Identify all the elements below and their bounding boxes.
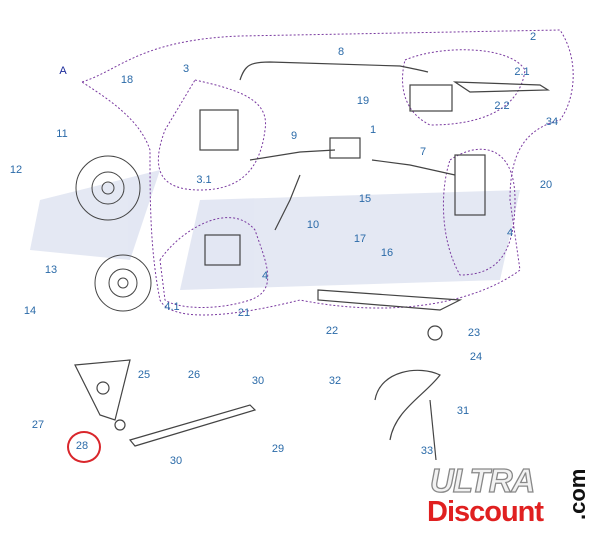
part-label: 4 bbox=[261, 270, 269, 282]
part-label: 32 bbox=[328, 375, 342, 387]
part-label: 21 bbox=[237, 307, 251, 319]
group-boundary bbox=[80, 29, 574, 316]
logo-com: .com bbox=[565, 468, 590, 520]
part-label: 30 bbox=[169, 455, 183, 467]
part-label: 4.1 bbox=[164, 301, 180, 313]
part-label: 2 bbox=[529, 31, 537, 43]
part-label: 4 bbox=[506, 227, 514, 239]
part-label: 12 bbox=[9, 164, 23, 176]
highlighted-part-label: 28 bbox=[75, 440, 89, 452]
part-label: 3 bbox=[182, 63, 190, 75]
part-label: 14 bbox=[23, 305, 37, 317]
part-label: 20 bbox=[539, 179, 553, 191]
part-label: 15 bbox=[358, 193, 372, 205]
part-label: 2.2 bbox=[494, 100, 510, 112]
part-label: 1 bbox=[369, 124, 377, 136]
part-label: 33 bbox=[420, 445, 434, 457]
part-label: 22 bbox=[325, 325, 339, 337]
part-label: 17 bbox=[353, 233, 367, 245]
part-label: 26 bbox=[187, 369, 201, 381]
group-label: A bbox=[59, 65, 67, 77]
logo-ultra: ULTRA bbox=[429, 461, 536, 499]
part-label: 34 bbox=[545, 116, 559, 128]
part-label: 9 bbox=[290, 130, 298, 142]
part-label: 3.1 bbox=[196, 174, 212, 186]
part-label: 2.1 bbox=[514, 66, 530, 78]
part-label: 27 bbox=[31, 419, 45, 431]
part-label: 30 bbox=[251, 375, 265, 387]
part-label: 18 bbox=[120, 74, 134, 86]
part-label: 10 bbox=[306, 219, 320, 231]
highlight-circle bbox=[67, 431, 101, 463]
part-label: 19 bbox=[356, 95, 370, 107]
part-label: 16 bbox=[380, 247, 394, 259]
part-label: 24 bbox=[469, 351, 483, 363]
part-label: 8 bbox=[337, 46, 345, 58]
part-label: 13 bbox=[44, 264, 58, 276]
ultradiscount-logo: ULTRA Discount .com bbox=[425, 461, 605, 532]
part-label: 23 bbox=[467, 327, 481, 339]
parts bbox=[74, 61, 551, 461]
part-label: 29 bbox=[271, 443, 285, 455]
part-label: 31 bbox=[456, 405, 470, 417]
part-label: 25 bbox=[137, 369, 151, 381]
part-label: 7 bbox=[419, 146, 427, 158]
part-label: 11 bbox=[56, 128, 68, 140]
brake-discs bbox=[75, 155, 152, 312]
logo-discount: Discount bbox=[427, 496, 544, 528]
watermark bbox=[30, 170, 520, 290]
